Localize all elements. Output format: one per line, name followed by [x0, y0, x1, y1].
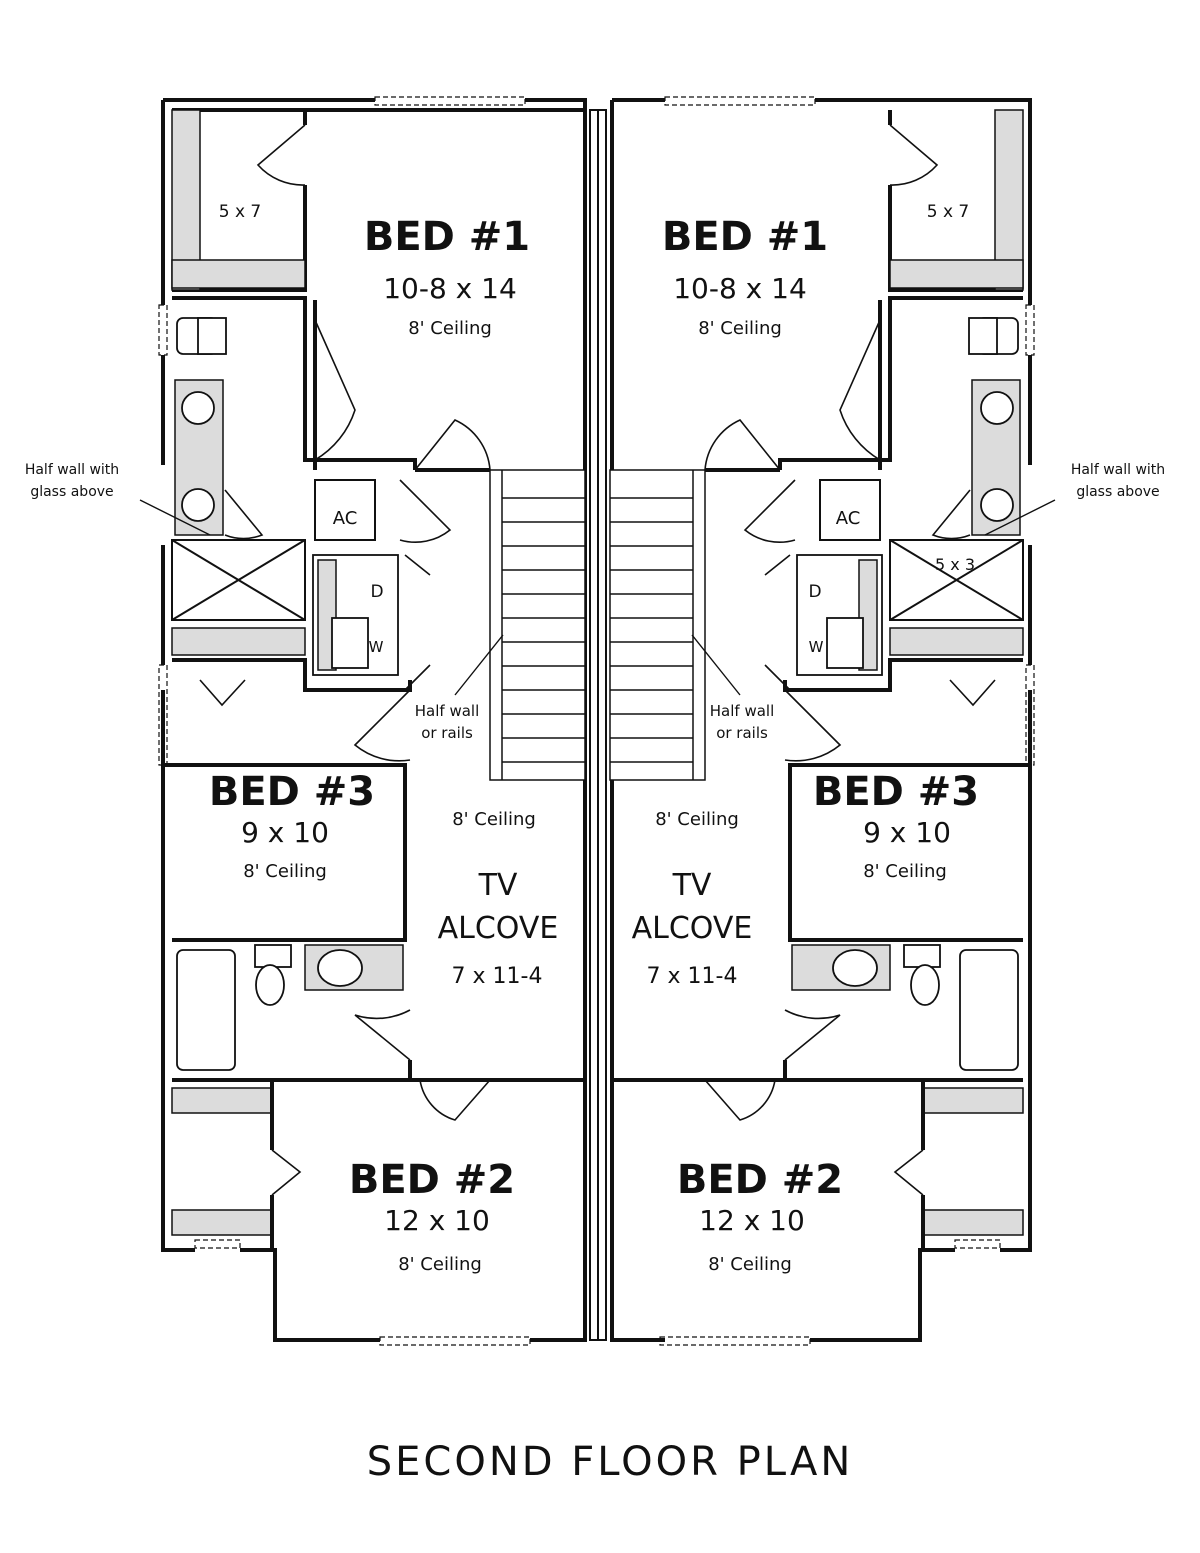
left-alcove-title2: ALCOVE [438, 911, 559, 946]
left-bed3-title: BED #3 [209, 769, 375, 815]
right-bed3-dims: 9 x 10 [863, 816, 951, 849]
right-bed1-title: BED #1 [662, 214, 828, 260]
left-interior-walls [163, 109, 586, 1250]
right-half-wall-glass-line1: Half wall with [1071, 462, 1165, 478]
right-alcove-dims: 7 x 11-4 [647, 964, 738, 989]
left-half-wall-glass-line2: glass above [30, 484, 113, 500]
left-half-wall-glass-line1: Half wall with [25, 462, 119, 478]
right-alcove-ceiling: 8' Ceiling [655, 809, 739, 830]
left-stair [501, 470, 585, 780]
left-bed3-ceiling: 8' Ceiling [243, 861, 327, 882]
right-washer-label: W [809, 638, 824, 656]
left-leaders [139, 499, 504, 696]
left-doors [199, 124, 491, 1196]
left-alcove-dims: 7 x 11-4 [452, 964, 543, 989]
right-bed2-dims: 12 x 10 [699, 1204, 805, 1237]
right-ac-label: AC [836, 508, 861, 529]
right-interior-walls [609, 109, 1056, 1250]
right-bed1-ceiling: 8' Ceiling [698, 318, 782, 339]
left-washer-label: W [369, 638, 384, 656]
right-half-wall-rails-line2: or rails [716, 724, 768, 742]
right-bed2-title: BED #2 [677, 1157, 843, 1203]
left-bed2-dims: 12 x 10 [384, 1204, 490, 1237]
left-ac-label: AC [333, 508, 358, 529]
plan-title: SECOND FLOOR PLAN [367, 1439, 853, 1485]
right-half-wall-glass-line2: glass above [1076, 484, 1159, 500]
right-dryer-label: D [808, 582, 821, 602]
right-bed1-dims: 10-8 x 14 [673, 272, 807, 305]
left-bed2-ceiling: 8' Ceiling [398, 1254, 482, 1275]
left-bed1-title: BED #1 [364, 214, 530, 260]
right-alcove-title2: ALCOVE [632, 911, 753, 946]
left-half-wall-rails-line1: Half wall [415, 702, 479, 720]
left-half-wall-rails-line2: or rails [421, 724, 473, 742]
right-closet-label: 5 x 7 [927, 202, 970, 222]
left-closet-label: 5 x 7 [219, 202, 262, 222]
left-alcove-ceiling: 8' Ceiling [452, 809, 536, 830]
left-alcove-title1: TV [478, 868, 518, 903]
right-half-wall-rails-line1: Half wall [710, 702, 774, 720]
left-bed2-title: BED #2 [349, 1157, 515, 1203]
left-bed3-dims: 9 x 10 [241, 816, 329, 849]
left-unit-labels: 5 x 7 BED #1 10-8 x 14 8' Ceiling Half w… [25, 202, 559, 1275]
left-bed1-ceiling: 8' Ceiling [408, 318, 492, 339]
right-bed3-ceiling: 8' Ceiling [863, 861, 947, 882]
right-alcove-title1: TV [672, 868, 712, 903]
left-bed1-dims: 10-8 x 14 [383, 272, 517, 305]
right-bed2-ceiling: 8' Ceiling [708, 1254, 792, 1275]
left-dryer-label: D [370, 582, 383, 602]
right-shower-label: 5 x 3 [935, 555, 975, 574]
right-unit-labels: 5 x 7 BED #1 10-8 x 14 8' Ceiling Half w… [632, 202, 1166, 1275]
right-bed3-title: BED #3 [813, 769, 979, 815]
